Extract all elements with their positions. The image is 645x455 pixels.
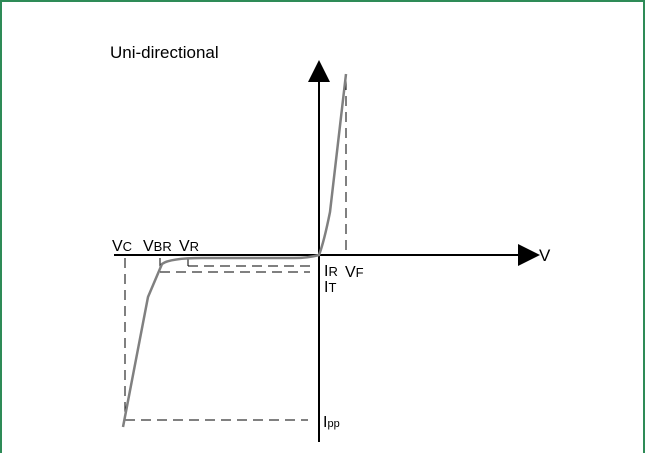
vr-label: VR (179, 238, 199, 255)
iv-curve (121, 73, 348, 428)
vr-label-main: V (179, 238, 190, 255)
i-axis-arrowhead (308, 60, 330, 82)
vbr-label-sub: BR (154, 239, 172, 254)
vc-label-sub: C (123, 239, 132, 254)
vf-label: VF (345, 264, 364, 281)
ir-label-main: I (324, 263, 328, 280)
dashed-guides (124, 80, 347, 421)
vbr-label-main: V (143, 238, 154, 255)
it-label: IT (324, 279, 336, 296)
ir-label: IR (324, 263, 338, 280)
v-axis-label: V (539, 246, 551, 265)
ipp-label: Ipp (323, 414, 340, 431)
ir-label-sub: R (328, 264, 337, 279)
vf-label-main: V (345, 264, 356, 281)
ipp-label-main: I (323, 414, 327, 431)
vf-label-sub: F (356, 265, 364, 280)
diagram-title: Uni-directional (110, 43, 219, 62)
ipp-label-sub: pp (327, 418, 339, 430)
vr-label-sub: R (190, 239, 199, 254)
it-label-main: I (324, 279, 328, 296)
it-label-sub: T (328, 280, 336, 295)
vc-label-main: V (112, 238, 123, 255)
axes (114, 74, 524, 442)
v-axis-arrowhead (518, 244, 540, 266)
vbr-label: VBR (143, 238, 172, 255)
vc-label: VC (112, 238, 132, 255)
